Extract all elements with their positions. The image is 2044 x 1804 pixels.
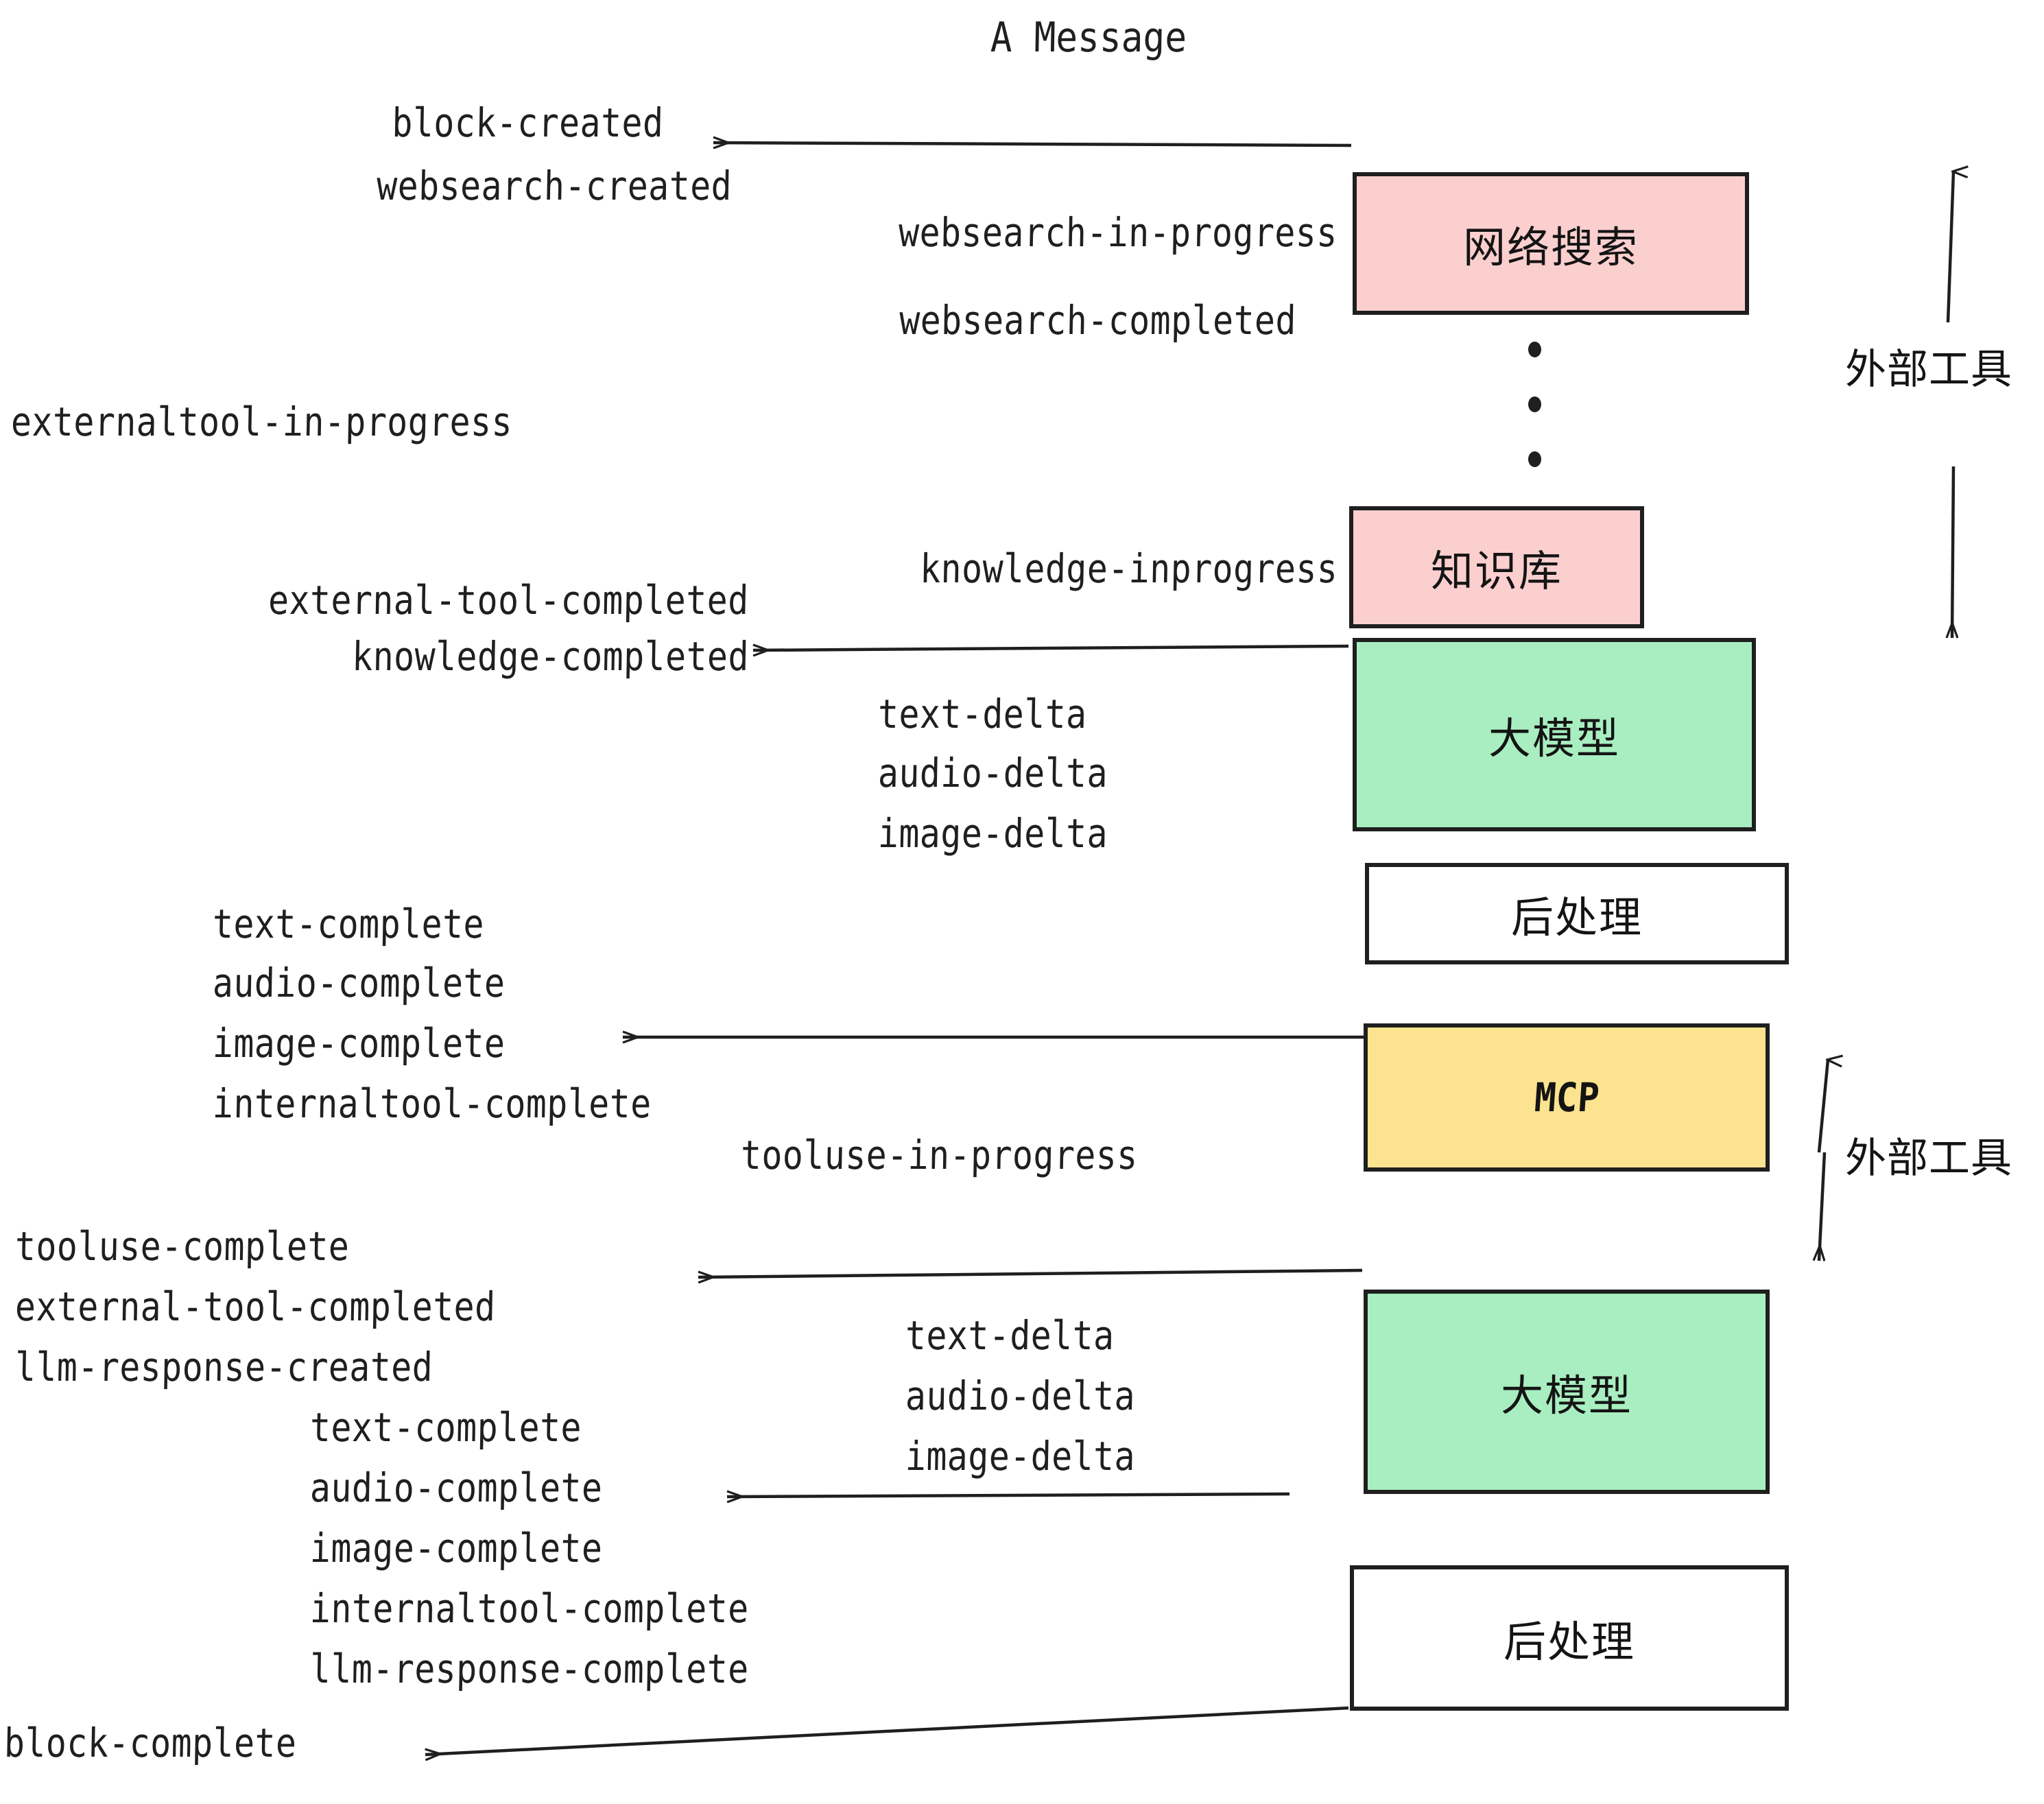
event-label-externaltool-in-progress: externaltool-in-progress: [10, 399, 513, 445]
event-label-websearch-in-progress: websearch-in-progress: [898, 209, 1338, 256]
node-postprocess-2-label: 后处理: [1503, 1617, 1635, 1667]
bracket-external-tools-top: [1948, 171, 1953, 638]
event-label-llm-response-complete: llm-response-complete: [309, 1646, 750, 1692]
event-label-image-delta-2: image-delta: [905, 1433, 1136, 1480]
event-label-external-tool-completed-1: external-tool-completed: [268, 577, 750, 624]
event-label-llm-response-created: llm-response-created: [14, 1344, 433, 1390]
event-label-audio-delta-1: audio-delta: [877, 750, 1108, 796]
event-label-external-tool-completed-2: external-tool-completed: [14, 1283, 497, 1330]
event-label-text-complete-1: text-complete: [212, 901, 485, 947]
ellipsis-dot-2: [1528, 396, 1541, 412]
node-websearch-label: 网络搜索: [1462, 222, 1639, 272]
event-label-audio-delta-2: audio-delta: [905, 1373, 1136, 1419]
event-label-audio-complete-2: audio-complete: [309, 1464, 604, 1511]
node-llm-2[interactable]: 大模型: [1364, 1290, 1770, 1494]
event-label-text-delta-1: text-delta: [877, 691, 1088, 737]
event-label-text-complete-2: text-complete: [309, 1404, 582, 1451]
node-postprocess-1-label: 后处理: [1510, 892, 1643, 942]
event-label-tooluse-complete: tooluse-complete: [14, 1223, 350, 1270]
node-llm-1[interactable]: 大模型: [1353, 638, 1756, 831]
event-label-knowledge-completed: knowledge-completed: [351, 633, 750, 680]
event-label-image-complete-1: image-complete: [212, 1020, 506, 1067]
side-label-external-tools-bottom: 外部工具: [1845, 1135, 2012, 1183]
event-label-block-created: block-created: [391, 99, 664, 146]
ellipsis-dot-1: [1528, 342, 1541, 357]
node-postprocess-2[interactable]: 后处理: [1350, 1565, 1789, 1711]
arrow-websearch-to-block-created: [713, 143, 1352, 145]
node-websearch[interactable]: 网络搜索: [1353, 172, 1749, 315]
node-mcp[interactable]: MCP: [1364, 1023, 1770, 1172]
event-label-knowledge-inprogress: knowledge-inprogress: [919, 545, 1338, 592]
node-knowledge-label: 知识库: [1430, 546, 1562, 596]
event-label-websearch-completed: websearch-completed: [899, 297, 1297, 344]
event-label-text-delta-2: text-delta: [905, 1312, 1115, 1359]
node-llm-1-label: 大模型: [1488, 713, 1620, 763]
arrow-llm2-to-audio-complete: [727, 1494, 1290, 1497]
event-label-audio-complete-1: audio-complete: [212, 960, 506, 1006]
node-mcp-label: MCP: [1532, 1074, 1601, 1121]
event-label-websearch-created: websearch-created: [376, 163, 733, 209]
arrow-postprocess2-to-block-complete: [425, 1706, 1349, 1755]
node-knowledge[interactable]: 知识库: [1349, 506, 1644, 628]
event-label-tooluse-in-progress: tooluse-in-progress: [740, 1132, 1139, 1178]
page-title: A Message: [990, 14, 1187, 62]
event-label-image-complete-2: image-complete: [309, 1525, 604, 1571]
node-llm-2-label: 大模型: [1500, 1370, 1632, 1421]
ellipsis-dot-3: [1528, 451, 1541, 467]
event-label-image-delta-1: image-delta: [877, 810, 1108, 857]
event-label-internaltool-complete-2: internaltool-complete: [309, 1585, 750, 1632]
side-label-external-tools-top: 外部工具: [1845, 346, 2012, 394]
arrow-mcp-to-tooluse-complete: [698, 1268, 1363, 1277]
arrow-knowledge-to-knowledge-completed: [753, 646, 1349, 650]
event-label-block-complete: block-complete: [3, 1720, 298, 1766]
node-postprocess-1[interactable]: 后处理: [1365, 863, 1789, 964]
event-label-internaltool-complete-1: internaltool-complete: [212, 1080, 652, 1127]
bracket-external-tools-bottom: [1819, 1060, 1828, 1261]
